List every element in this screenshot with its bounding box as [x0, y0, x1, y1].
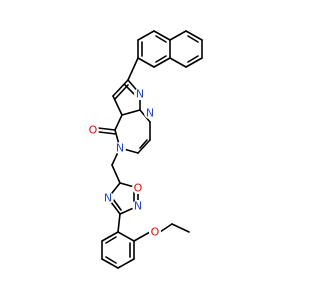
ether-oxygen: O	[151, 226, 160, 239]
molecule-canvas: N N N O O N N O	[87, 30, 203, 269]
carbonyl-bond-2	[98, 131, 117, 135]
oxadiazole-oxygen: O	[134, 182, 143, 195]
oxadiazole-phenyl-bond	[117, 213, 121, 233]
aryl-ether-bond	[133, 231, 151, 242]
pyrazole-nitrogen-2: N	[146, 107, 154, 120]
methylene-oxadiazole-bond	[111, 164, 121, 184]
carbonyl-oxygen: O	[89, 124, 98, 137]
naphthalene-ring	[137, 30, 203, 68]
pyrazinone-nitrogen: N	[116, 142, 124, 155]
oxadiazole-nitrogen-2: N	[104, 192, 112, 205]
carbonyl-bond-1	[97, 127, 116, 131]
ethyl-bond	[171, 223, 190, 233]
ether-ethyl-bond	[159, 223, 173, 233]
atom-labels: N N N O O N N O	[87, 88, 161, 239]
pyrazole-nitrogen-1: N	[136, 88, 144, 101]
pyrazole-ring	[112, 79, 141, 116]
phenyl-ring	[101, 231, 135, 269]
naphthyl-pyrazole-bond	[127, 57, 139, 81]
oxadiazole-nitrogen-1: N	[134, 200, 142, 213]
molecule-structure: N N N O O N N O	[87, 30, 203, 269]
